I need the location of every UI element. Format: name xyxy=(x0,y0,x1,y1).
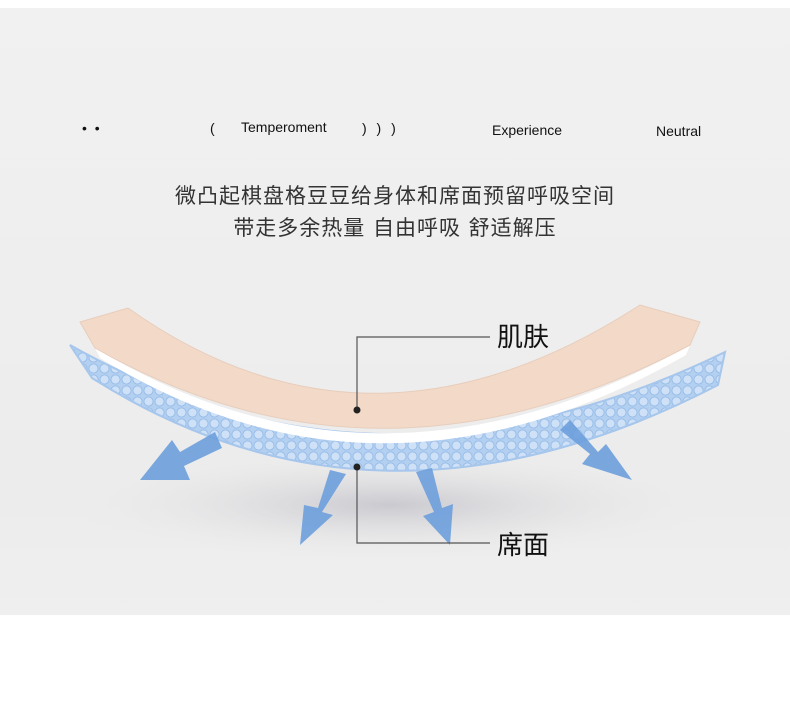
arrow-center-right xyxy=(416,468,453,545)
skin-leader-line xyxy=(356,336,490,410)
airflow-arrows xyxy=(140,420,632,545)
nav-temperoment: Temperoment xyxy=(241,119,327,135)
paren-open: ( xyxy=(210,120,215,136)
shadow xyxy=(60,450,720,560)
paren-close: ) ) ) xyxy=(362,120,399,136)
white-stripe xyxy=(95,345,690,444)
decor-dots: • • xyxy=(82,120,102,136)
skin-point xyxy=(353,406,361,414)
label-skin: 肌肤 xyxy=(497,323,550,353)
label-mat: 席面 xyxy=(497,531,550,561)
nav-neutral: Neutral xyxy=(656,123,702,139)
headline-line1: 微凸起棋盘格豆豆给身体和席面预留呼吸空间 xyxy=(175,184,615,208)
arrow-center-left xyxy=(300,470,346,545)
mat-leader-line xyxy=(356,467,490,544)
arrow-right xyxy=(560,420,632,480)
arrow-left xyxy=(140,432,222,480)
headline-line2: 带走多余热量 自由呼吸 舒适解压 xyxy=(233,216,557,240)
mat-point xyxy=(353,463,361,471)
skin-layer xyxy=(79,304,701,429)
nav-experience: Experience xyxy=(492,122,563,138)
